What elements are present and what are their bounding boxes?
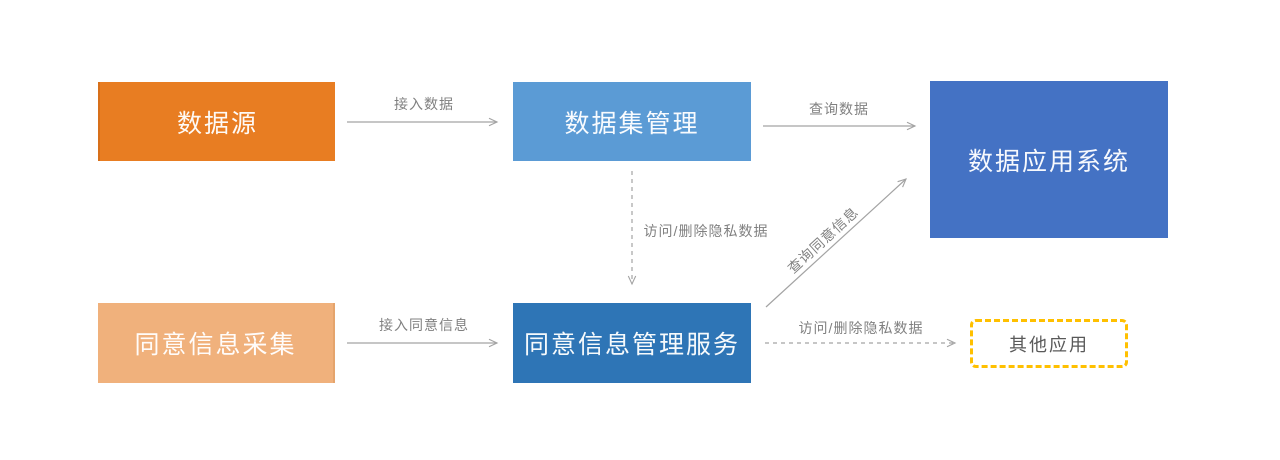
- node-data-application-system-label: 数据应用系统: [967, 147, 1130, 176]
- edge-label-access-consent-info: 接入同意信息: [379, 317, 469, 333]
- node-other-applications-label: 其他应用: [1009, 334, 1089, 355]
- node-data-source-label: 数据源: [176, 109, 258, 138]
- edge-label-access-data: 接入数据: [394, 96, 454, 112]
- node-dataset-management: 数据集管理: [513, 82, 751, 161]
- edge-label-access-delete-private-data-mid: 访问/删除隐私数据: [643, 223, 769, 239]
- node-consent-management-service: 同意信息管理服务: [513, 303, 751, 383]
- node-data-application-system: 数据应用系统: [930, 81, 1168, 238]
- edge-label-query-data: 查询数据: [809, 101, 869, 117]
- node-consent-collection: 同意信息采集: [98, 303, 335, 383]
- node-consent-collection-label: 同意信息采集: [134, 331, 297, 359]
- edge-query-consent-line: [765, 178, 907, 308]
- edge-label-access-delete-private-data-right: 访问/删除隐私数据: [798, 320, 924, 336]
- edge-label-query-consent-info: 查询同意信息: [784, 203, 862, 277]
- node-other-applications: 其他应用: [970, 319, 1128, 368]
- node-consent-management-service-label: 同意信息管理服务: [523, 331, 740, 359]
- node-data-source: 数据源: [98, 82, 335, 161]
- node-dataset-management-label: 数据集管理: [564, 109, 700, 138]
